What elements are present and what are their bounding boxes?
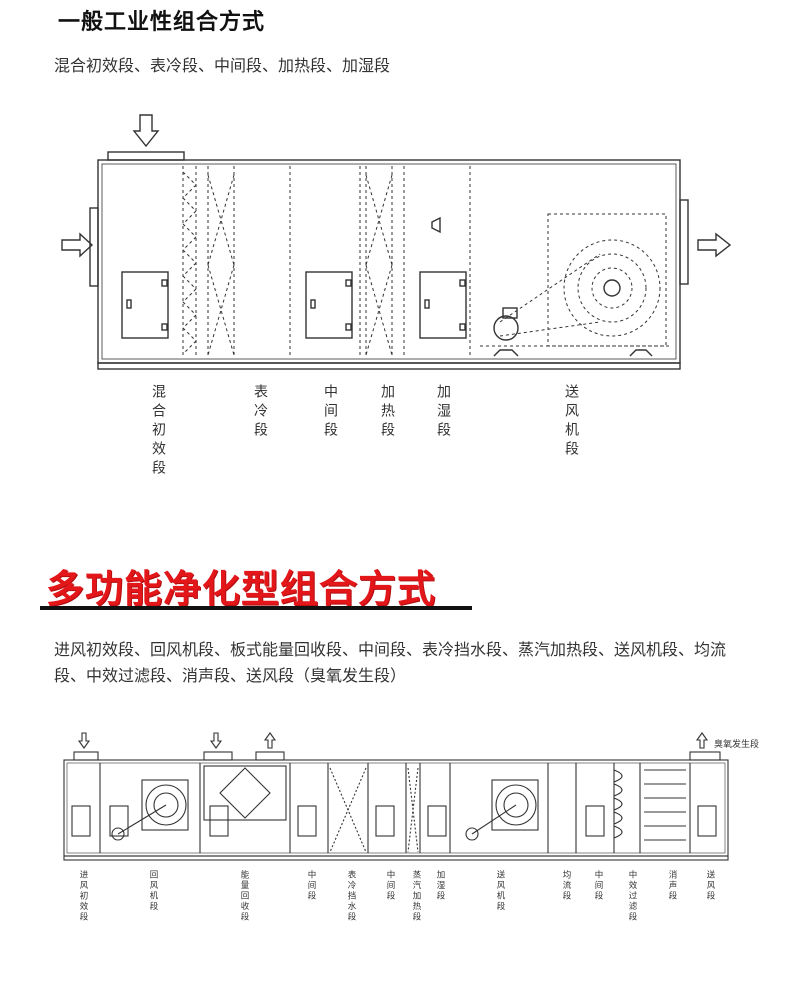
section2-description: 进风初效段、回风机段、板式能量回收段、中间段、表冷挡水段、蒸汽加热段、送风机段、…: [54, 640, 727, 685]
section2-title-underline: [40, 606, 472, 610]
label2-steam-heating: 蒸汽加热段: [411, 870, 421, 923]
label2-flow-equalizing: 均流段: [561, 870, 571, 902]
label2-supply-fan: 送风机段: [495, 870, 505, 912]
ozone-generation-label: 臭氧发生段: [714, 740, 760, 750]
label2-middle-b: 中间段: [385, 870, 395, 902]
section2-title: 多功能净化型组合方式: [46, 567, 437, 611]
label2-cooling-eliminator: 表冷挡水段: [346, 870, 356, 923]
label2-supply-air: 送风段: [705, 870, 715, 902]
label-surface-cooling: 表冷段: [252, 384, 268, 441]
label-heating: 加热段: [379, 384, 395, 441]
label2-inlet-primary: 进风初效段: [78, 870, 88, 923]
label-supply-fan: 送风机段: [563, 384, 579, 460]
label2-return-fan: 回风机段: [148, 870, 158, 912]
label2-silencer: 消声段: [667, 870, 677, 902]
label-humidifying: 加湿段: [435, 384, 451, 441]
label2-humidifying: 加湿段: [435, 870, 445, 902]
label-mixing-primary: 混合初效段: [150, 384, 166, 479]
section1-subtitle: 混合初效段、表冷段、中间段、加热段、加湿段: [54, 56, 391, 75]
label2-energy-recovery: 能量回收段: [239, 870, 249, 923]
label2-middle-a: 中间段: [306, 870, 316, 902]
section1-title: 一般工业性组合方式: [58, 10, 266, 35]
label2-medium-filter: 中效过滤段: [627, 870, 637, 923]
label2-middle-c: 中间段: [593, 870, 603, 902]
label-middle: 中间段: [322, 384, 338, 441]
